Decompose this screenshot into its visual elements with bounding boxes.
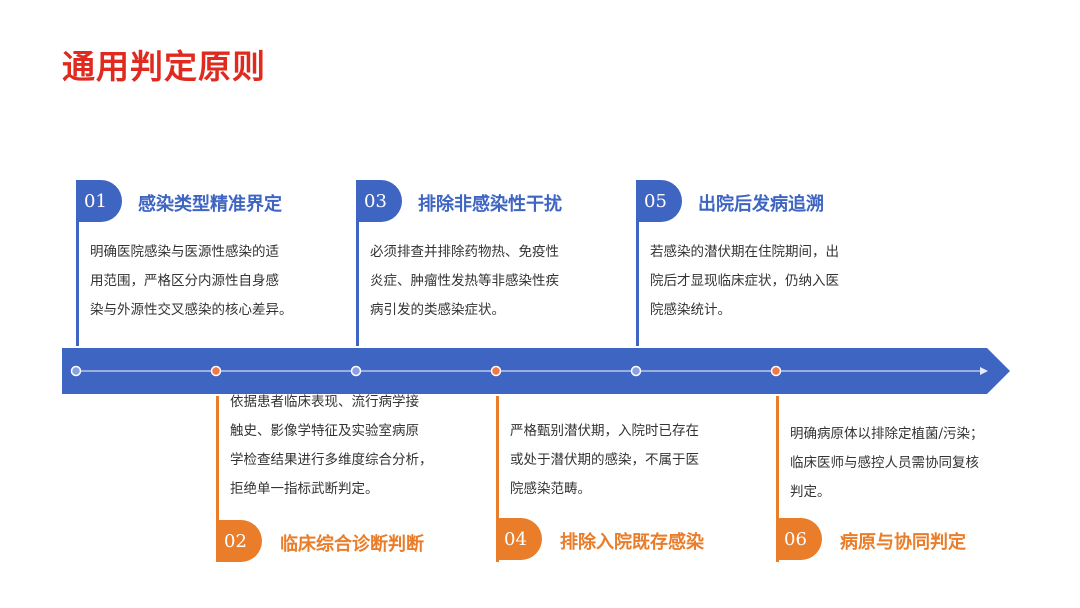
card-04-desc-line: 院感染范畴。 xyxy=(510,481,591,497)
card-02: 依据患者临床表现、流行病学接 触史、影像学特征及实验室病原 学检查结果进行多维度… xyxy=(202,394,462,562)
card-06: 明确病原体以排除定植菌/污染； 临床医师与感控人员需协同复核 判定。 06 病原… xyxy=(762,396,1022,562)
card-02-desc-line: 拒绝单一指标武断判定。 xyxy=(230,481,379,497)
timeline-dot-04 xyxy=(490,365,502,377)
card-02-line xyxy=(216,396,219,562)
timeline-dot-01 xyxy=(70,365,82,377)
card-05-desc: 若感染的潜伏期在住院期间，出 院后才显现临床症状，仍纳入医 院感染统计。 xyxy=(650,238,839,325)
card-01-line xyxy=(76,180,79,346)
card-02-desc-line: 触史、影像学特征及实验室病原 xyxy=(230,423,419,439)
card-04-desc-line: 或处于潜伏期的感染，不属于医 xyxy=(510,452,699,468)
card-05-line xyxy=(636,180,639,346)
card-01-desc-line: 用范围，严格区分内源性自身感 xyxy=(90,273,279,289)
card-03-title: 排除非感染性干扰 xyxy=(418,194,562,215)
card-04-badge: 04 xyxy=(496,518,542,560)
card-06-desc: 明确病原体以排除定植菌/污染； 临床医师与感控人员需协同复核 判定。 xyxy=(790,420,984,507)
timeline-dot-05 xyxy=(630,365,642,377)
card-06-desc-line: 明确病原体以排除定植菌/污染； xyxy=(790,426,984,442)
card-01-desc-line: 明确医院感染与医源性感染的适 xyxy=(90,244,279,260)
card-02-desc-line: 依据患者临床表现、流行病学接 xyxy=(230,394,419,410)
card-05-desc-line: 若感染的潜伏期在住院期间，出 xyxy=(650,244,839,260)
card-01-desc-line: 染与外源性交叉感染的核心差异。 xyxy=(90,302,293,318)
card-05-title: 出院后发病追溯 xyxy=(698,194,824,215)
card-02-badge: 02 xyxy=(216,520,262,562)
card-06-title: 病原与协同判定 xyxy=(840,532,966,553)
card-04-line xyxy=(496,396,499,562)
card-05-desc-line: 院感染统计。 xyxy=(650,302,731,318)
card-02-title: 临床综合诊断判断 xyxy=(280,534,424,555)
card-03-desc-line: 必须排查并排除药物热、免疫性 xyxy=(370,244,559,260)
card-01-desc: 明确医院感染与医源性感染的适 用范围，严格区分内源性自身感 染与外源性交叉感染的… xyxy=(90,238,293,325)
card-01-badge: 01 xyxy=(76,180,122,222)
card-04-desc-line: 严格甄别潜伏期，入院时已存在 xyxy=(510,423,699,439)
card-05-desc-line: 院后才显现临床症状，仍纳入医 xyxy=(650,273,839,289)
card-05: 05 出院后发病追溯 若感染的潜伏期在住院期间，出 院后才显现临床症状，仍纳入医… xyxy=(622,180,882,346)
timeline-arrow xyxy=(62,346,1012,396)
card-03-line xyxy=(356,180,359,346)
card-06-badge: 06 xyxy=(776,518,822,560)
card-03: 03 排除非感染性干扰 必须排查并排除药物热、免疫性 炎症、肿瘤性发热等非感染性… xyxy=(342,180,602,346)
card-04-desc: 严格甄别潜伏期，入院时已存在 或处于潜伏期的感染，不属于医 院感染范畴。 xyxy=(510,417,699,504)
card-01: 01 感染类型精准界定 明确医院感染与医源性感染的适 用范围，严格区分内源性自身… xyxy=(62,180,322,346)
timeline-axis-arrowhead xyxy=(980,367,988,375)
card-06-line xyxy=(776,396,779,562)
card-04: 严格甄别潜伏期，入院时已存在 或处于潜伏期的感染，不属于医 院感染范畴。 04 … xyxy=(482,396,742,562)
card-03-desc: 必须排查并排除药物热、免疫性 炎症、肿瘤性发热等非感染性疾 病引发的类感染症状。 xyxy=(370,238,559,325)
card-05-badge: 05 xyxy=(636,180,682,222)
page-title: 通用判定原则 xyxy=(62,47,266,86)
card-06-desc-line: 临床医师与感控人员需协同复核 xyxy=(790,455,979,471)
card-03-desc-line: 炎症、肿瘤性发热等非感染性疾 xyxy=(370,273,559,289)
timeline-dot-03 xyxy=(350,365,362,377)
card-02-desc: 依据患者临床表现、流行病学接 触史、影像学特征及实验室病原 学检查结果进行多维度… xyxy=(230,388,433,504)
card-01-title: 感染类型精准界定 xyxy=(138,194,282,215)
timeline-dot-06 xyxy=(770,365,782,377)
card-03-desc-line: 病引发的类感染症状。 xyxy=(370,302,505,318)
timeline-dot-02 xyxy=(210,365,222,377)
card-02-desc-line: 学检查结果进行多维度综合分析， xyxy=(230,452,433,468)
card-04-title: 排除入院既存感染 xyxy=(560,532,704,553)
card-03-badge: 03 xyxy=(356,180,402,222)
card-06-desc-line: 判定。 xyxy=(790,484,831,500)
